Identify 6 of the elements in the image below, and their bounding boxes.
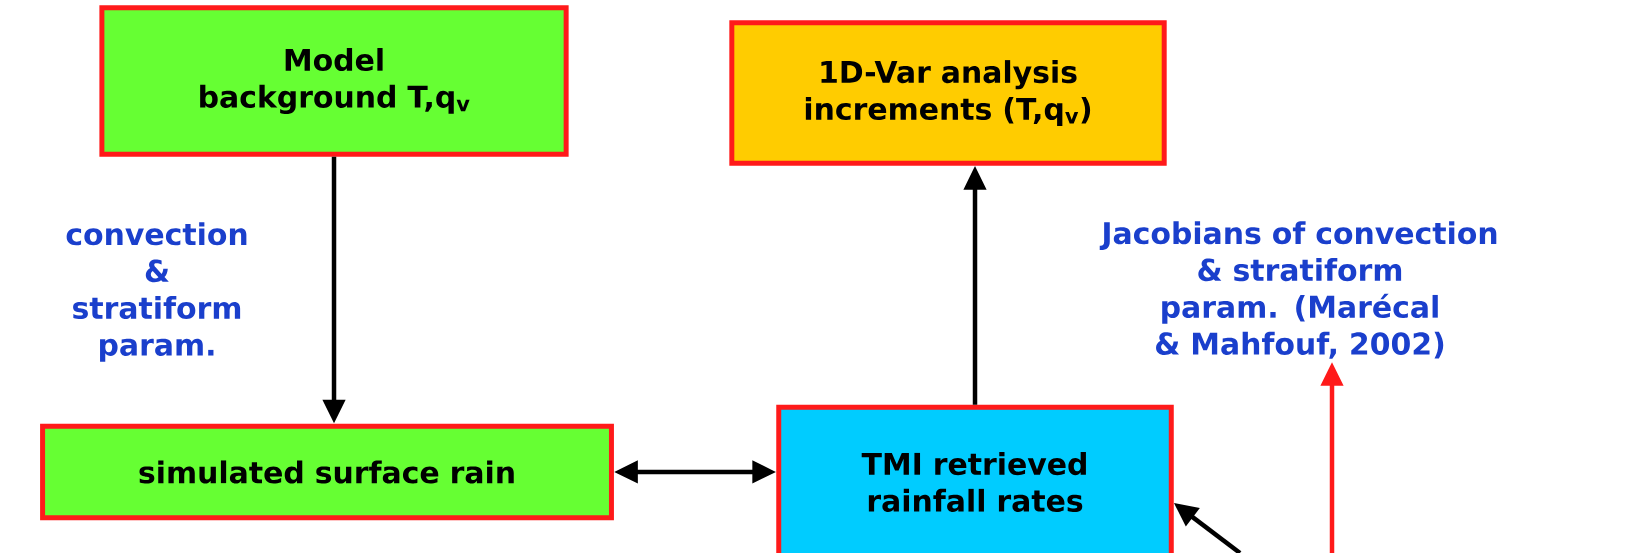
process-box: Model background T,q$_{v}$ [99, 5, 569, 157]
process-box: TMI retrieved rainfall rates [776, 404, 1174, 553]
annotation-text: Jacobians of convection & stratiform param. (Marécal & Mahfouf, 2002) [1099, 221, 1497, 359]
process-box: 1D-Var analysis increments (T,q$_{v}$) [729, 20, 1167, 166]
process-box: simulated surface rain [40, 423, 614, 521]
edge-label: convection & stratiform param. [55, 220, 259, 364]
